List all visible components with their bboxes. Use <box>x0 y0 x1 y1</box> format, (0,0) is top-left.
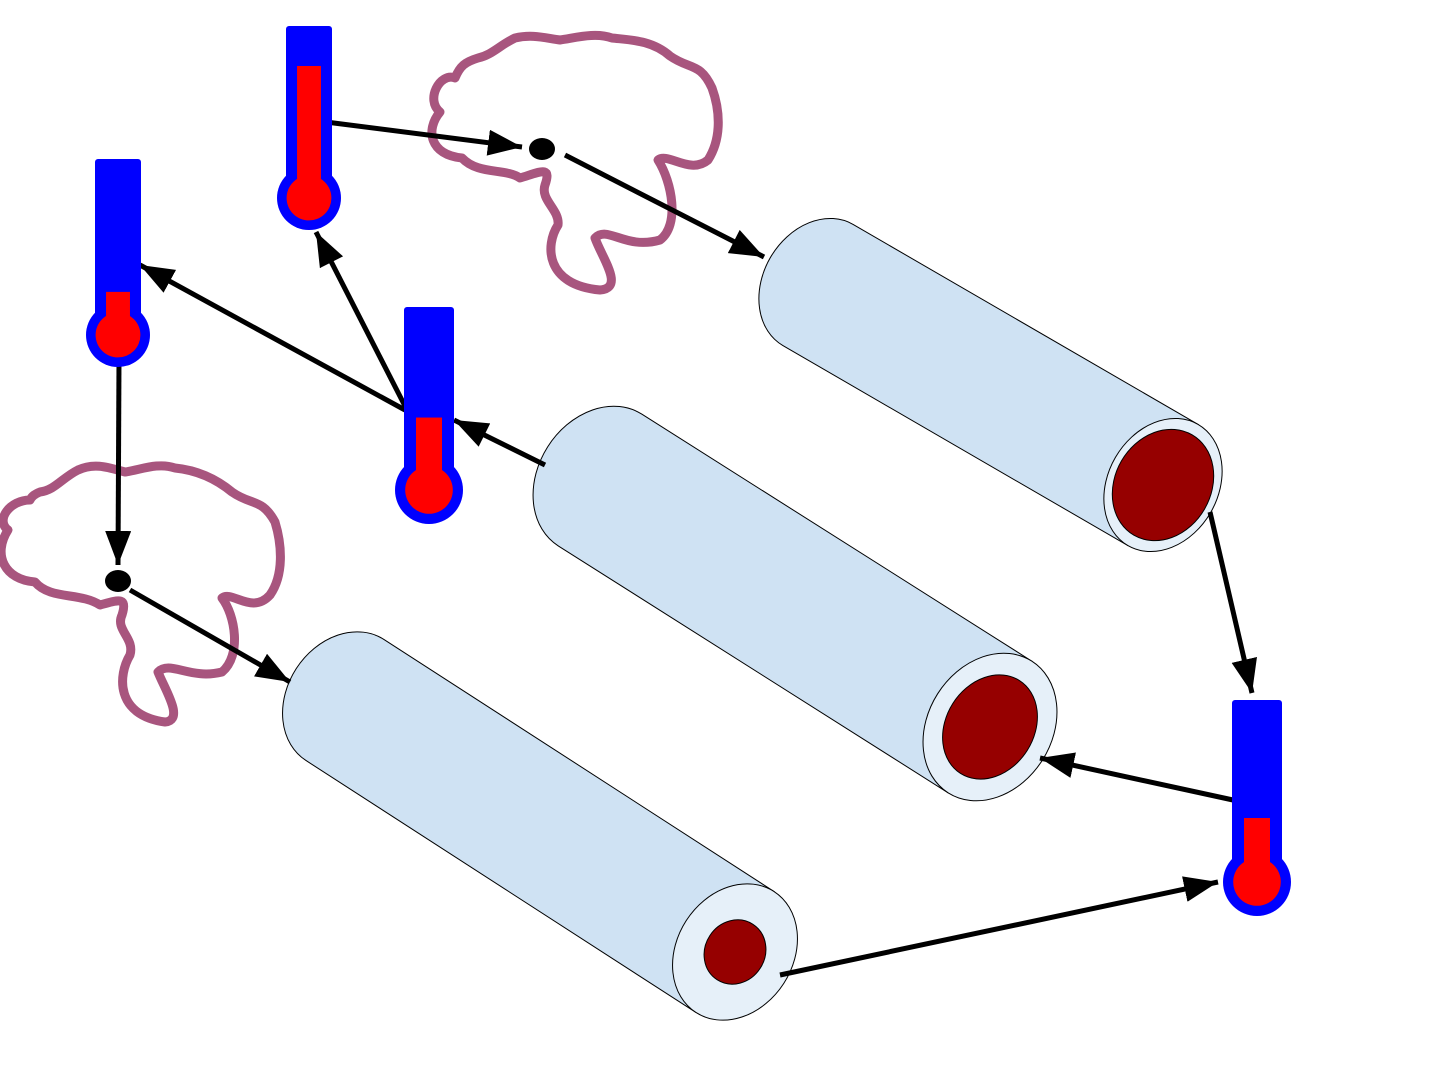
pipe-bottom-lumen <box>703 919 767 985</box>
thermometer-left <box>86 159 150 367</box>
thermometer-top-mercury-bulb <box>286 175 332 221</box>
thermometer-center-mercury-bulb <box>405 466 453 514</box>
pipe-middle-body <box>532 405 1033 794</box>
thermometer-top-mercury <box>297 66 321 198</box>
thermometer-top <box>277 26 341 230</box>
thermometer-layer <box>86 26 1291 916</box>
pipe-middle <box>532 405 1058 802</box>
arrow-pipe-bottom-to-thermometer-right <box>779 876 1219 978</box>
tube-layer <box>282 217 1223 1021</box>
arrow-thermometer-right-to-pipe-middle <box>1039 752 1234 803</box>
arrow-thermometer-center-to-thermometer-left <box>138 262 407 413</box>
thermometer-left-tube <box>95 159 141 335</box>
arrow-pipe-top-to-thermometer-right <box>1207 511 1257 694</box>
thermometer-right <box>1223 700 1291 916</box>
blob-layer <box>0 30 723 727</box>
thermometer-center <box>395 307 463 524</box>
arrow-pipe-middle-to-thermometer-center <box>452 417 547 468</box>
arrow-thermometer-left-to-junction-left <box>105 359 132 566</box>
blob-top <box>427 30 723 295</box>
pipe-bottom-body <box>282 631 775 1014</box>
arrow-layer <box>105 119 1257 978</box>
thermometer-right-mercury-bulb <box>1233 858 1281 906</box>
pipe-middle-lumen <box>942 674 1038 780</box>
arrow-thermometer-center-to-thermometer-top <box>313 230 410 412</box>
blob-left <box>0 461 285 727</box>
node-layer <box>105 138 555 592</box>
pipe-bottom <box>282 631 798 1021</box>
arrow-thermometer-top-to-junction-top <box>325 119 523 156</box>
junction-left <box>105 570 131 592</box>
pipe-top <box>758 217 1223 553</box>
arrow-junction-top-to-pipe-top <box>563 152 766 260</box>
junction-top <box>529 138 555 160</box>
arrow-junction-left-to-pipe-bottom <box>128 587 292 685</box>
thermometer-left-mercury-bulb <box>95 312 141 358</box>
pipe-top-lumen <box>1111 428 1215 542</box>
pipe-top-body <box>758 217 1199 547</box>
